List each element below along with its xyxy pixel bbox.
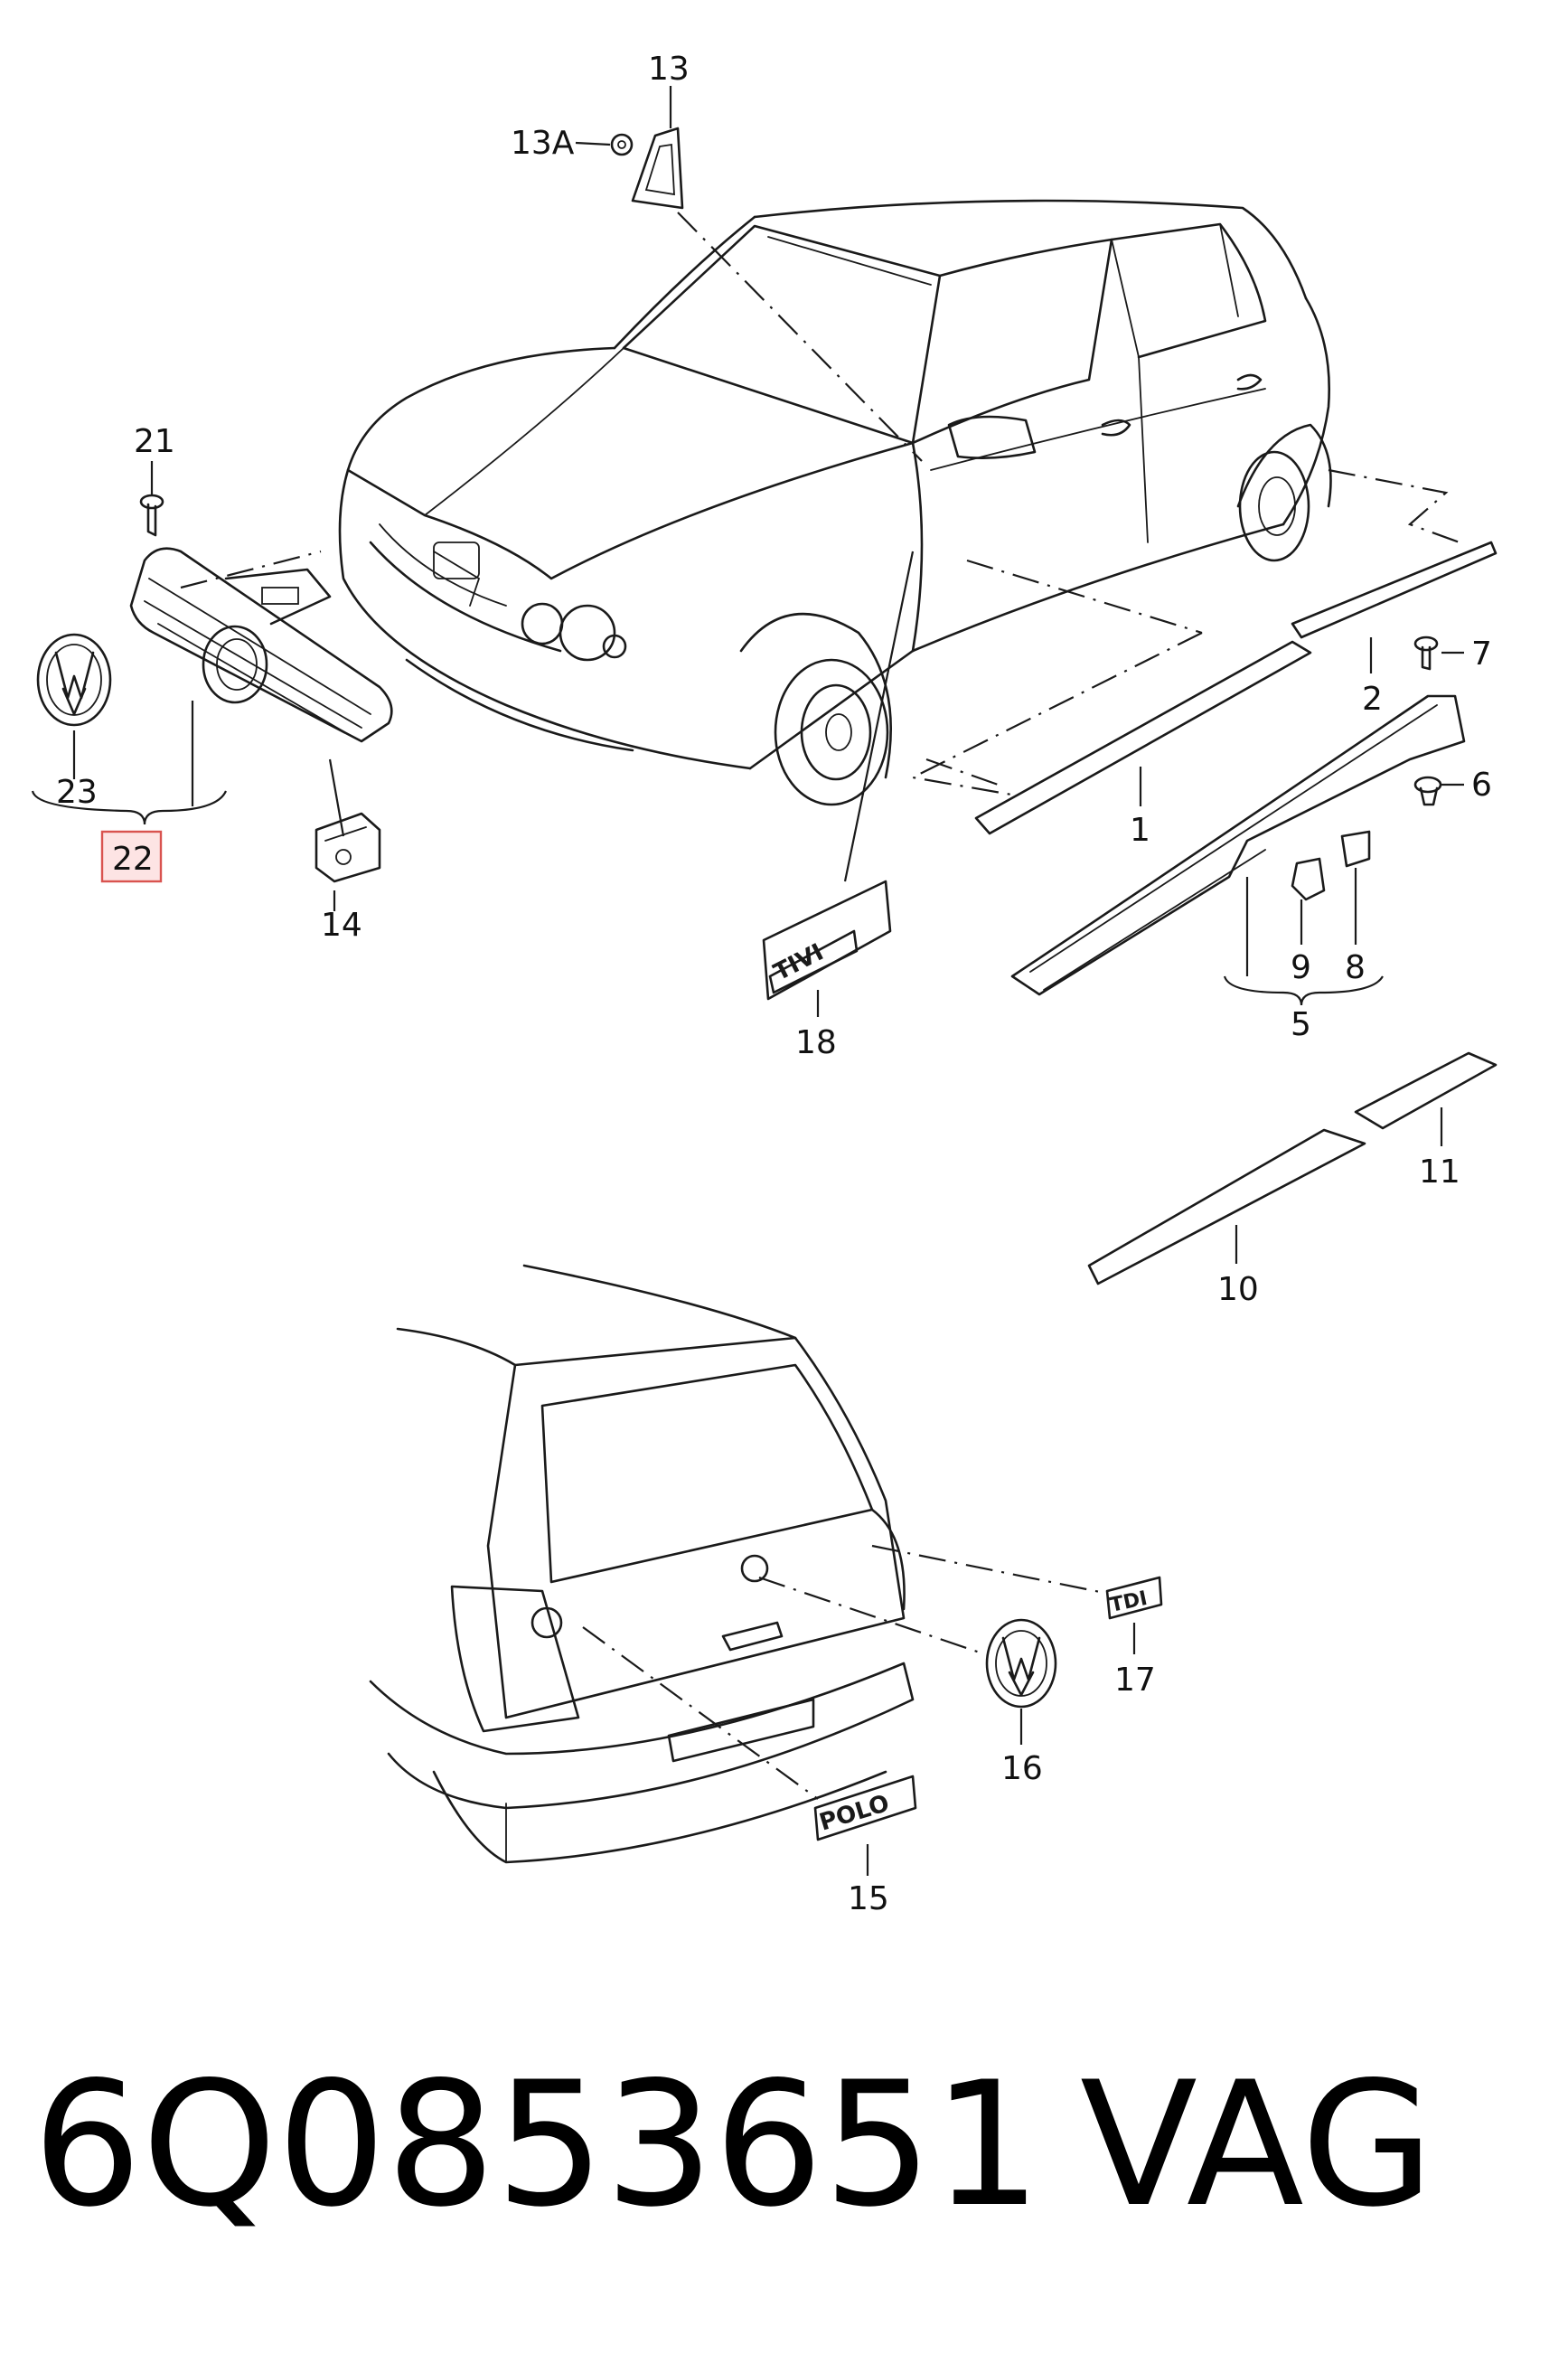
callout-13a: 13A <box>511 125 575 162</box>
callout-1: 1 <box>1130 812 1150 849</box>
decal-strip-11 <box>1354 1051 1498 1130</box>
callout-16: 16 <box>1001 1750 1043 1787</box>
callout-5: 5 <box>1291 1006 1311 1043</box>
tivi-badge: TIVI <box>762 880 892 1001</box>
callout-18: 18 <box>795 1024 837 1061</box>
rear-car-illustration <box>369 1264 915 1864</box>
leader-lines <box>31 86 1464 1876</box>
sill-panel-5 <box>1010 694 1466 996</box>
callout-23: 23 <box>56 774 98 811</box>
callout-15: 15 <box>848 1880 889 1917</box>
callout-21: 21 <box>134 423 175 460</box>
callout-9: 9 <box>1291 949 1311 986</box>
callout-labels: 13 13A 21 23 22 14 18 1 2 7 6 9 8 5 11 1… <box>56 51 1492 1917</box>
bracket-clip-14 <box>315 812 381 883</box>
callout-22-highlight <box>100 830 163 883</box>
callout-8: 8 <box>1345 949 1366 986</box>
side-moulding-2 <box>1291 541 1498 639</box>
rear-vw-emblem <box>985 1618 1057 1709</box>
clip-9 <box>1291 857 1326 901</box>
callout-22: 22 <box>112 841 154 878</box>
nut-13a <box>610 133 634 156</box>
front-car-illustration <box>338 199 1460 806</box>
clip-6 <box>1413 776 1442 806</box>
callout-2: 2 <box>1362 681 1383 718</box>
decal-strip-10 <box>1087 1128 1366 1285</box>
clip-8 <box>1340 830 1371 868</box>
screw-21 <box>139 494 164 537</box>
tdi-badge-label: TDI <box>1108 1587 1150 1617</box>
part-number: 6Q0853651 <box>33 2045 1042 2245</box>
rear-wheel <box>1236 423 1332 562</box>
callout-7: 7 <box>1471 636 1492 673</box>
side-moulding-1 <box>974 640 1312 835</box>
mirror-trim-13 <box>631 127 684 210</box>
polo-badge: POLO <box>813 1775 917 1841</box>
callout-13: 13 <box>648 51 690 88</box>
callout-11: 11 <box>1419 1153 1460 1191</box>
callout-6: 6 <box>1471 767 1492 804</box>
callout-14: 14 <box>321 907 362 944</box>
polo-badge-label: POLO <box>816 1790 892 1837</box>
brand-name: VAG <box>1080 2045 1434 2245</box>
front-vw-emblem <box>36 633 112 727</box>
front-wheel <box>739 612 893 806</box>
screw-7 <box>1413 636 1439 671</box>
callout-10: 10 <box>1217 1271 1259 1308</box>
radiator-grille <box>129 547 393 743</box>
callout-17: 17 <box>1114 1662 1156 1699</box>
tdi-badge: TDI <box>1105 1576 1163 1620</box>
